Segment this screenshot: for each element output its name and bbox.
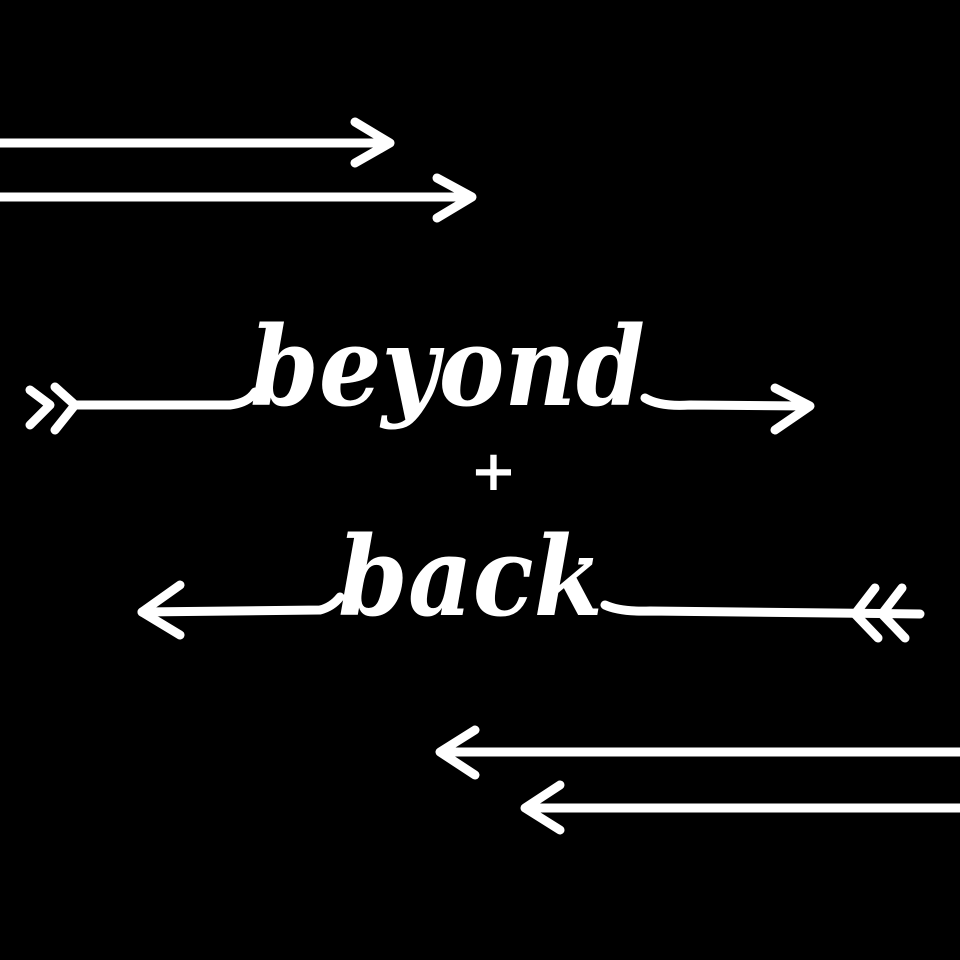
arrow-left-fletched-icon [137, 580, 925, 643]
arrow-left-icon [520, 780, 960, 835]
arrow-right-fletched-icon [25, 382, 815, 435]
logo-word-beyond: beyond [250, 302, 645, 431]
logo-word-back: back [338, 512, 603, 641]
arrow-right-icon [0, 117, 395, 168]
arrow-left-icon [435, 725, 960, 780]
logo-plus: + [470, 438, 517, 504]
arrow-right-icon [0, 173, 477, 223]
